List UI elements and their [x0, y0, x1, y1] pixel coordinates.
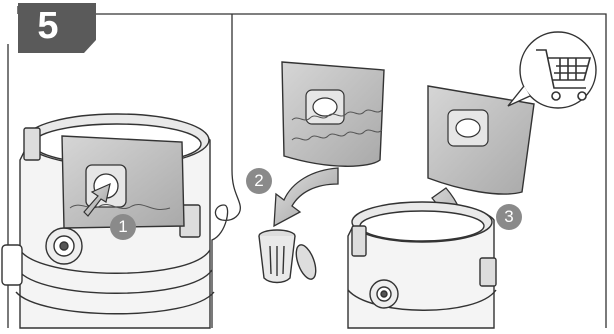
vacuum-container-icon	[348, 202, 496, 328]
step-callout-1: 1	[110, 214, 136, 240]
shopping-cart-bubble	[508, 32, 596, 108]
discard-arrow-icon	[274, 168, 338, 226]
step-callout-3: 3	[496, 204, 522, 230]
panel-divider	[212, 14, 240, 328]
used-dust-bag-icon	[282, 62, 384, 166]
step-number: 5	[18, 2, 78, 50]
new-dust-bag-icon	[428, 86, 534, 194]
step-callout-2: 2	[246, 168, 272, 194]
trash-bin-icon	[259, 230, 320, 283]
